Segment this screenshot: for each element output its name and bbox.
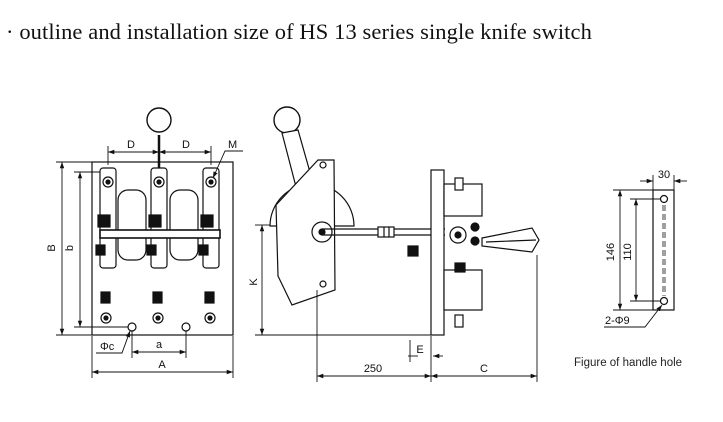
label-A: A (158, 359, 166, 371)
label-2-phi9: 2-Φ9 (605, 315, 630, 327)
front-dim-Bb (56, 161, 128, 336)
front-leader-M (212, 150, 243, 179)
label-C: C (480, 363, 488, 375)
front-dim-a-A (91, 330, 234, 378)
label-E: E (416, 344, 423, 356)
label-b: b (64, 245, 76, 251)
side-base-plate (430, 169, 445, 336)
label-phi-c: Φc (100, 341, 115, 353)
front-handle-knob (146, 107, 172, 133)
label-B: B (46, 244, 58, 251)
front-base-plate (91, 161, 234, 336)
label-110: 110 (622, 243, 634, 261)
label-M: M (228, 139, 237, 151)
label-K: K (248, 278, 260, 286)
label-D-left: D (127, 139, 135, 151)
handle-hole-view (604, 175, 687, 328)
handle-hole-caption: Figure of handle hole (574, 357, 682, 369)
front-poles (95, 167, 221, 332)
side-handle-knob (273, 106, 301, 134)
label-146: 146 (605, 243, 617, 261)
label-a: a (156, 339, 163, 351)
label-250: 250 (364, 363, 382, 375)
side-view (255, 106, 540, 382)
page-title: · outline and installation size of HS 13… (6, 19, 592, 44)
label-D-right: D (182, 139, 190, 151)
front-view (56, 107, 243, 378)
front-dim-D (107, 146, 212, 165)
handle-hole-slot (652, 189, 675, 311)
label-30: 30 (658, 169, 670, 181)
